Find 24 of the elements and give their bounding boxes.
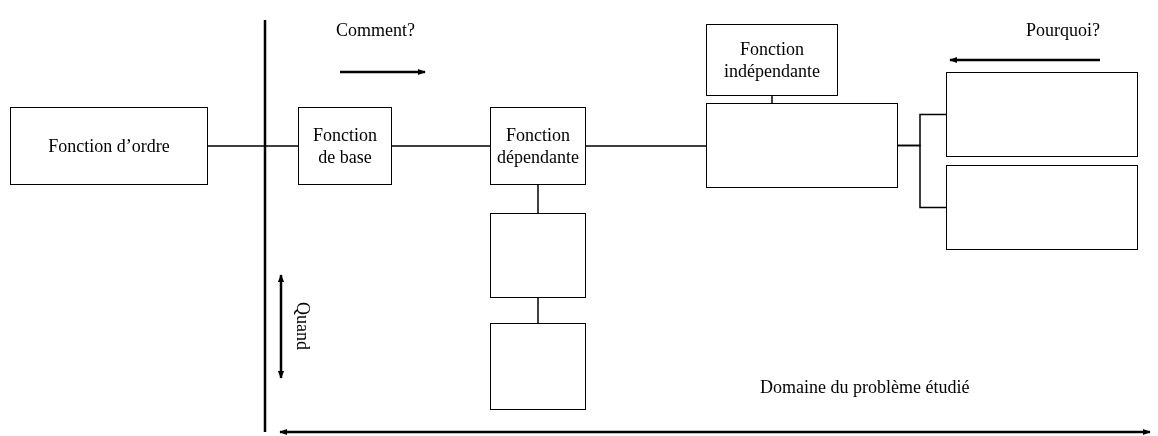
note-label: Pourquoi? bbox=[1026, 20, 1100, 42]
note-label: Comment? bbox=[336, 20, 415, 42]
connector-line bbox=[207, 145, 299, 147]
axis-label: Quand bbox=[291, 302, 313, 350]
empty-box bbox=[490, 323, 586, 410]
function-box bbox=[10, 107, 208, 185]
function-box bbox=[490, 107, 586, 185]
box-label: Fonction de base bbox=[312, 123, 378, 169]
box-label: Fonction d’ordre bbox=[47, 134, 171, 158]
connector-line bbox=[537, 297, 539, 324]
box-label: Fonction indépendante bbox=[723, 37, 821, 83]
connector-line bbox=[585, 145, 707, 147]
connector-line bbox=[771, 95, 773, 104]
empty-box bbox=[946, 72, 1138, 157]
connector-line bbox=[391, 145, 491, 147]
connector-line bbox=[897, 144, 947, 209]
empty-box bbox=[946, 165, 1138, 250]
function-box bbox=[706, 24, 838, 96]
note-label: Domaine du problème étudié bbox=[760, 377, 970, 399]
function-box bbox=[298, 107, 392, 185]
empty-box bbox=[706, 103, 898, 188]
box-label: Fonction dépendante bbox=[496, 123, 580, 169]
connector-line bbox=[537, 184, 539, 214]
empty-box bbox=[490, 213, 586, 298]
